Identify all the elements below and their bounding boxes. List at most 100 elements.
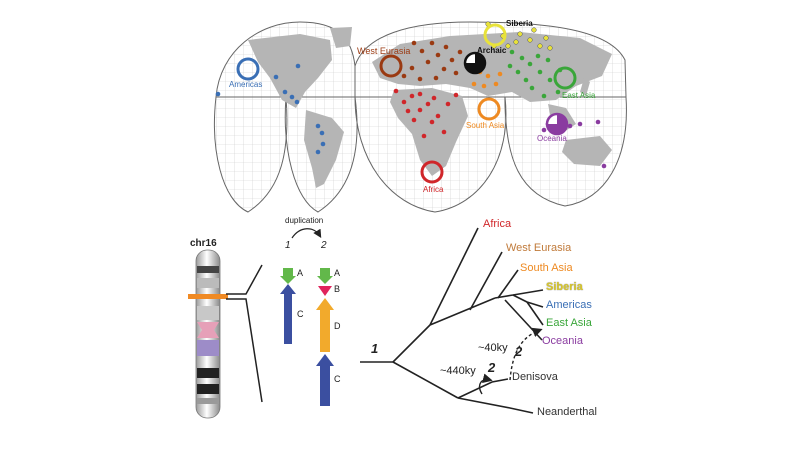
sample-dot-west-eurasia — [433, 75, 439, 81]
band-light-2 — [197, 306, 219, 320]
land-north-america — [248, 34, 332, 108]
tree-leaf-denisova: Denisova — [512, 371, 558, 383]
south-asia-marker — [477, 97, 501, 121]
sample-dot-east-asia — [529, 85, 535, 91]
sample-dot-oceania — [595, 119, 601, 125]
sample-dot-west-eurasia — [443, 44, 449, 50]
sample-dot-oceania — [541, 127, 547, 133]
sample-dot-west-eurasia — [441, 66, 447, 72]
sample-dot-americas — [289, 94, 295, 100]
sample-dot-west-eurasia — [453, 70, 459, 76]
east-asia-marker — [553, 66, 577, 90]
sample-dot-west-eurasia — [457, 49, 463, 55]
land-south-america — [304, 110, 344, 188]
chromosome-chr16 — [188, 249, 228, 419]
band-light-1 — [197, 278, 219, 288]
sample-dot-siberia — [543, 35, 549, 41]
event-marker-440: 2 — [488, 360, 496, 375]
sample-dot-siberia — [531, 27, 537, 33]
branch-oceania — [504, 299, 543, 341]
region-markers — [236, 23, 577, 184]
sample-dot-africa — [445, 101, 451, 107]
sample-dot-africa — [441, 129, 447, 135]
sample-dot-americas — [315, 123, 321, 129]
sample-dot-americas — [319, 130, 325, 136]
sample-dot-east-asia — [523, 77, 529, 83]
sample-dot-west-eurasia — [419, 48, 425, 54]
branch-east-asia — [526, 301, 544, 326]
haplotype-2 — [316, 268, 334, 406]
sample-dot-africa — [453, 92, 459, 98]
sample-dot-africa — [435, 113, 441, 119]
centromere — [197, 322, 219, 338]
segment-b-2-label: B — [334, 284, 341, 294]
segment-c-1 — [280, 284, 296, 344]
sample-dot-south-asia — [497, 71, 503, 77]
segment-d-2 — [316, 298, 334, 352]
segment-b-2 — [318, 286, 332, 296]
sample-dot-east-asia — [555, 89, 561, 95]
haplotype-1-number: 1 — [285, 240, 291, 251]
sample-dot-east-asia — [527, 61, 533, 67]
tree-leaf-americas: Americas — [546, 299, 592, 311]
sample-dot-south-asia — [471, 81, 477, 87]
sample-dot-west-eurasia — [435, 52, 441, 58]
sample-dot-americas — [273, 74, 279, 80]
haplotype-2-number: 2 — [321, 240, 327, 251]
branch-neanderthal — [457, 397, 534, 414]
sample-dot-siberia — [513, 39, 519, 45]
segment-c-2-label: C — [334, 374, 341, 384]
land-masses — [248, 27, 612, 188]
segment-c-2 — [316, 354, 334, 406]
sample-dot-africa — [425, 101, 431, 107]
sample-dot-west-eurasia — [401, 73, 407, 79]
sample-dot-americas — [295, 63, 301, 69]
map-label-siberia: Siberia — [506, 19, 533, 28]
haplotype-1 — [280, 268, 296, 344]
segment-d-2-label: D — [334, 321, 341, 331]
branch-siberia — [512, 289, 544, 296]
sample-dot-africa — [409, 93, 415, 99]
duplication-label: duplication — [285, 216, 324, 225]
sample-dot-west-eurasia — [417, 76, 423, 82]
band-dark-3 — [197, 384, 219, 394]
sample-dot-africa — [429, 119, 435, 125]
map-label-archaic: Archaic — [477, 46, 507, 55]
sample-dot-africa — [417, 91, 423, 97]
branch-archaic — [392, 361, 459, 399]
sample-dot-east-asia — [537, 69, 543, 75]
band-dark-2 — [197, 368, 219, 378]
sample-dot-siberia — [505, 43, 511, 49]
tree-leaf-west-eurasia: West Eurasia — [506, 242, 572, 254]
sample-dot-africa — [411, 117, 417, 123]
duplication-arrow — [291, 228, 322, 239]
gene-flow-arrow-denisova — [509, 327, 543, 381]
sample-dot-oceania — [577, 121, 583, 127]
africa-marker — [420, 160, 444, 184]
sample-dot-east-asia — [545, 57, 551, 63]
branch-west-eurasia — [469, 251, 503, 311]
map-label-americas: Americas — [229, 80, 263, 89]
map-label-south-asia: South Asia — [466, 121, 505, 130]
sample-dot-east-asia — [519, 55, 525, 61]
sample-dot-siberia — [517, 31, 523, 37]
map-label-oceania: Oceania — [537, 134, 567, 143]
land-australia — [562, 136, 612, 166]
segment-a-1 — [280, 268, 296, 284]
land-japan — [580, 78, 590, 96]
sample-dot-west-eurasia — [449, 57, 455, 63]
sample-dot-americas — [320, 141, 326, 147]
sample-dot-east-asia — [547, 77, 553, 83]
sample-dot-americas — [282, 89, 288, 95]
sample-dot-south-asia — [485, 73, 491, 79]
map-label-west-eurasia: West Eurasia — [357, 46, 411, 56]
sample-dot-west-eurasia — [429, 40, 435, 46]
siberia-marker — [483, 23, 507, 47]
sample-dot-oceania — [601, 163, 607, 169]
sample-dot-siberia — [527, 37, 533, 43]
oceania-marker — [545, 112, 569, 136]
sample-dot-east-asia — [535, 53, 541, 59]
